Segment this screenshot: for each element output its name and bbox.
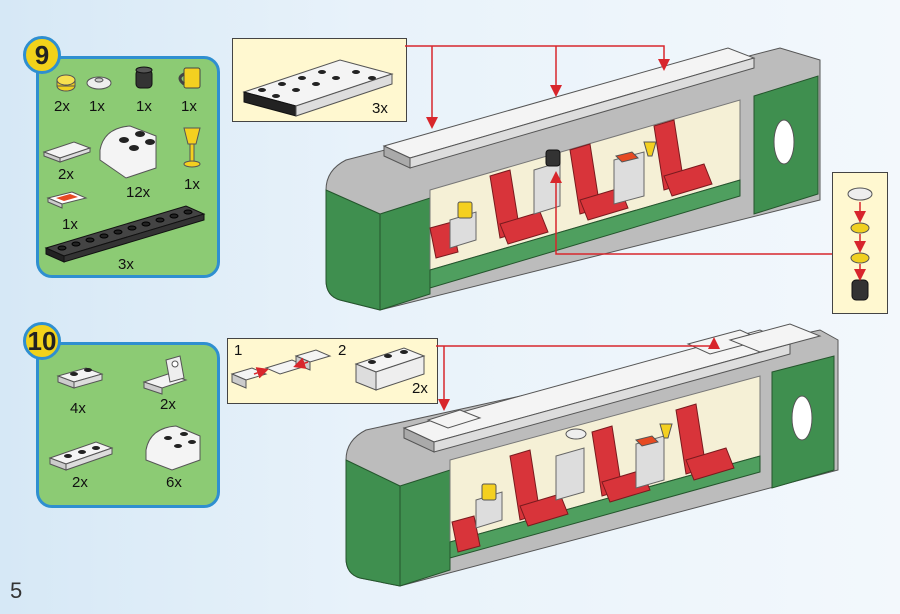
step10-arrows xyxy=(436,337,720,411)
long-plate-1x10-icon xyxy=(44,205,206,263)
dish-icon xyxy=(86,76,112,90)
dish-qty: 1x xyxy=(89,98,105,115)
callout-white-plate-icon xyxy=(242,59,394,117)
curved-slope-2x2-icon xyxy=(145,425,201,471)
substep-1-label: 1 xyxy=(234,342,243,359)
printed-tile-qty: 1x xyxy=(62,216,78,233)
subassembly-step2-icon xyxy=(354,347,426,391)
goblet-qty: 1x xyxy=(184,176,200,193)
hinge-plate-qty: 2x xyxy=(160,396,176,413)
plate-1x3-icon xyxy=(48,441,114,471)
train-car-step9 xyxy=(325,47,821,311)
black-round-brick-icon xyxy=(135,66,153,89)
printed-tile-icon xyxy=(46,191,88,209)
round-plate-qty: 2x xyxy=(54,98,70,115)
hinge-plate-icon xyxy=(142,355,188,395)
cup-qty: 1x xyxy=(181,98,197,115)
plate-1x2-icon xyxy=(56,367,104,389)
plate-1x2-qty: 4x xyxy=(70,400,86,417)
subassembly-step1-icon xyxy=(230,349,332,389)
subassembly-qty: 2x xyxy=(412,380,428,397)
step10-number-badge: 10 xyxy=(23,322,61,360)
part-stack-icon xyxy=(847,187,873,301)
curved-slope-qty: 12x xyxy=(126,184,151,201)
tile-qty: 2x xyxy=(58,166,74,183)
curved-slope-icon xyxy=(99,125,157,179)
step10-parts-panel xyxy=(36,342,220,508)
long-plate-qty: 3x xyxy=(118,256,134,273)
callout-plate-qty: 3x xyxy=(372,100,388,117)
page-number: 5 xyxy=(10,578,23,603)
substep-2-label: 2 xyxy=(338,342,347,359)
black-round-brick-qty: 1x xyxy=(136,98,152,115)
goblet-icon xyxy=(183,127,201,168)
curved-slope-2x2-qty: 6x xyxy=(166,474,182,491)
step9-arrows xyxy=(405,45,832,255)
round-plate-icon xyxy=(56,74,76,92)
tile-1x4-icon xyxy=(42,141,92,163)
train-car-step10 xyxy=(345,323,839,587)
plate-1x3-qty: 2x xyxy=(72,474,88,491)
cup-icon xyxy=(178,67,201,89)
step9-number-badge: 9 xyxy=(23,36,61,74)
